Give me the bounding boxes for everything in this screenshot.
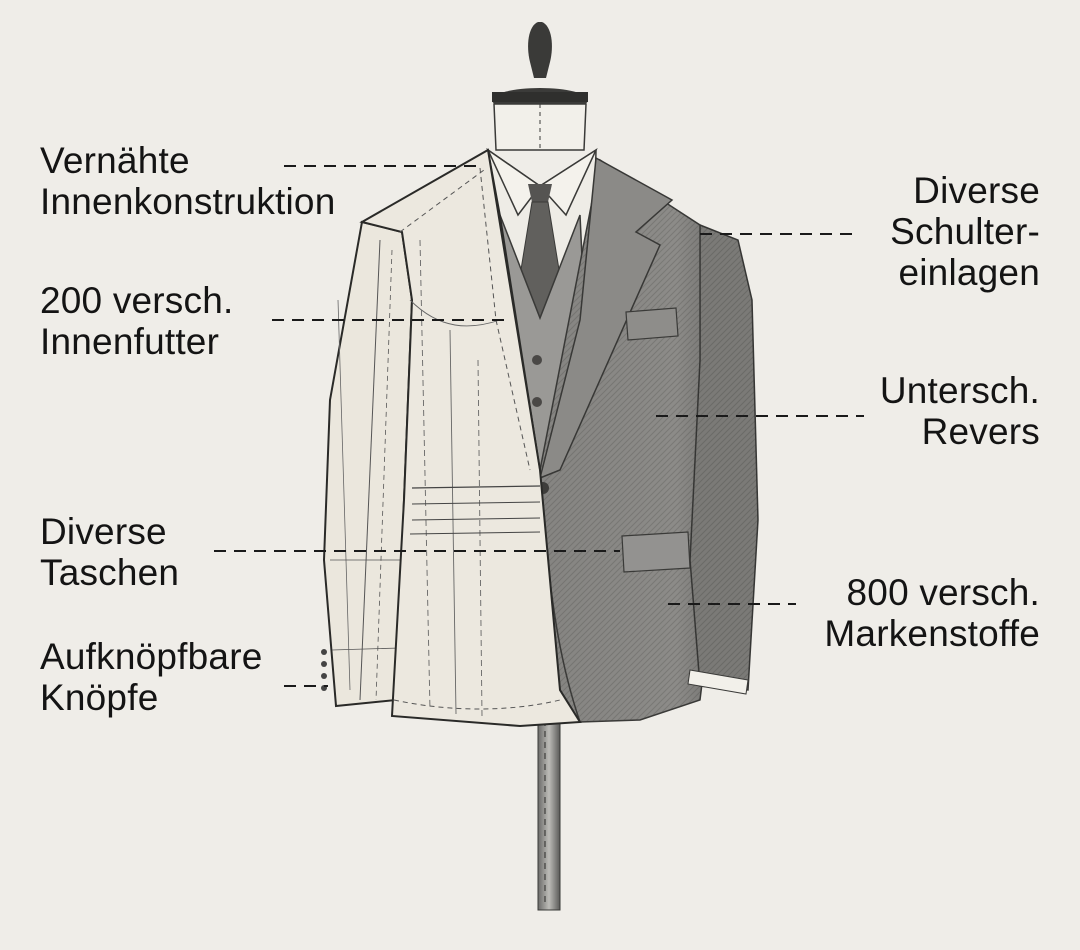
label-line: Knöpfe bbox=[40, 677, 159, 718]
label-brand-fabrics: 800 versch. Markenstoffe bbox=[824, 572, 1040, 654]
mannequin-neck bbox=[492, 22, 588, 151]
label-buttons: Aufknöpfbare Knöpfe bbox=[40, 636, 263, 718]
leader-lines bbox=[214, 165, 864, 687]
label-line: Taschen bbox=[40, 552, 180, 593]
label-shoulder-pads: Diverse Schulter- einlagen bbox=[890, 170, 1040, 293]
label-line: Aufknöpfbare bbox=[40, 636, 263, 677]
label-line: Revers bbox=[921, 411, 1040, 452]
vest-button-2 bbox=[532, 397, 542, 407]
label-line: Schulter- bbox=[890, 211, 1040, 252]
label-inner-lining: 200 versch. Innenfutter bbox=[40, 280, 233, 362]
label-line: Untersch. bbox=[879, 370, 1040, 411]
label-lapels: Untersch. Revers bbox=[880, 370, 1040, 452]
label-line: Diverse bbox=[40, 511, 167, 552]
label-pockets: Diverse Taschen bbox=[40, 511, 179, 593]
label-line: 200 versch. bbox=[40, 280, 234, 321]
label-line: Vernähte bbox=[40, 140, 190, 181]
mannequin-stand bbox=[537, 714, 561, 911]
label-line: einlagen bbox=[898, 252, 1040, 293]
label-line: Markenstoffe bbox=[824, 613, 1040, 654]
vest-button-1 bbox=[532, 355, 542, 365]
label-line: 800 versch. bbox=[846, 572, 1040, 613]
jacket-fabric-side bbox=[537, 156, 759, 723]
label-line: Innenkonstruktion bbox=[40, 181, 336, 222]
label-line: Innenfutter bbox=[40, 321, 220, 362]
jacket-sketch-side bbox=[321, 148, 582, 728]
label-sewn-inner-construction: Vernähte Innenkonstruktion bbox=[40, 140, 335, 222]
label-line: Diverse bbox=[913, 170, 1040, 211]
